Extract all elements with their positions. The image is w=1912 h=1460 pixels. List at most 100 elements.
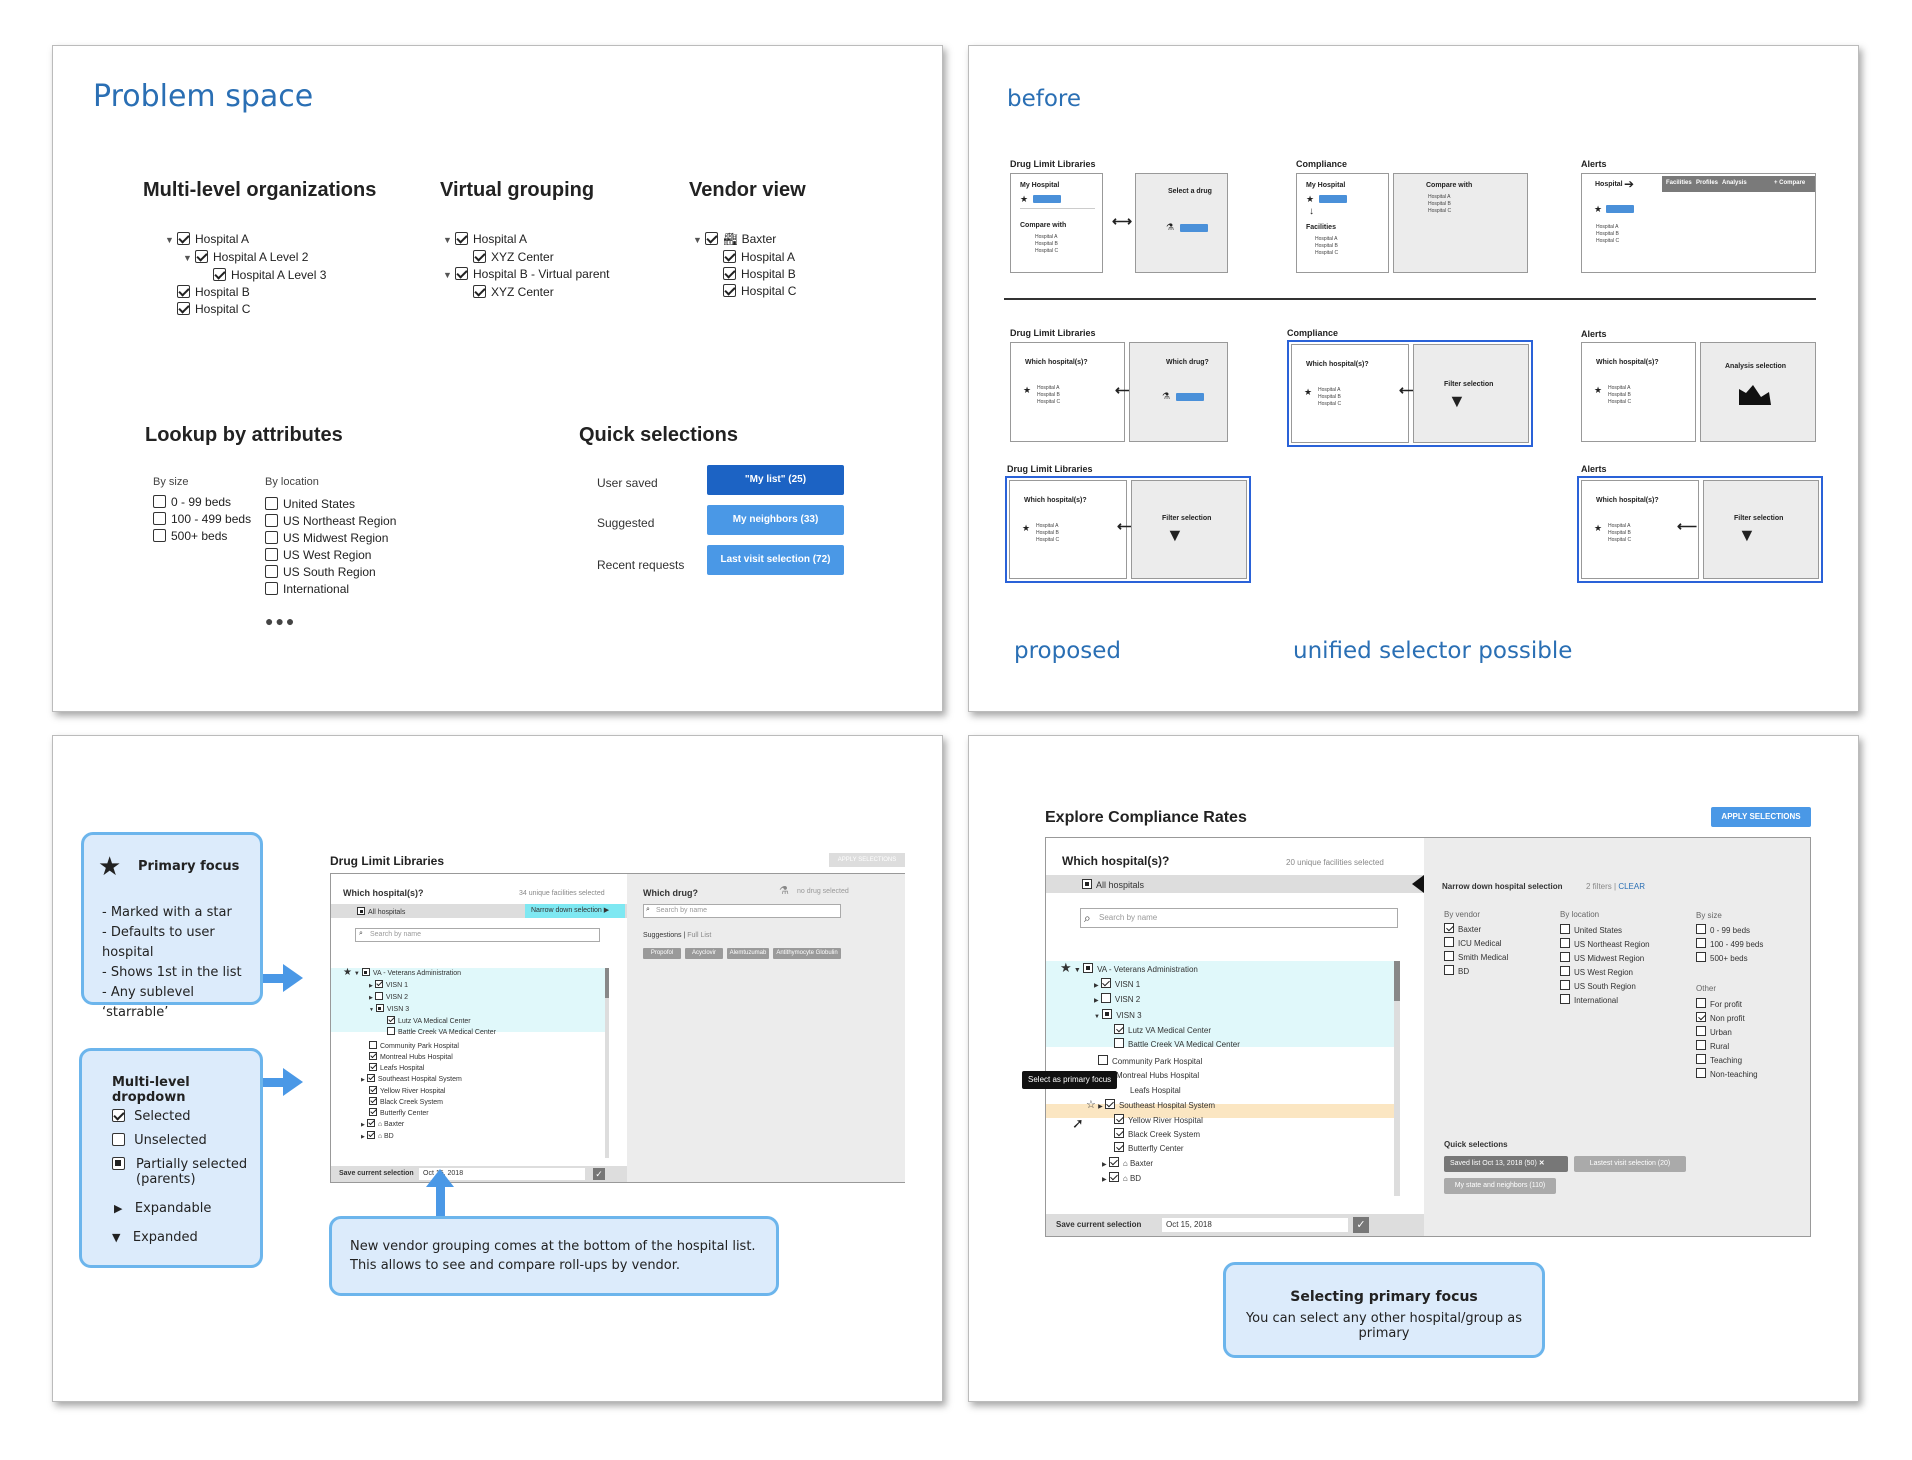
apply-selections-button[interactable]: APPLY SELECTIONS bbox=[1711, 807, 1811, 827]
more-dots[interactable]: ●●● bbox=[265, 613, 297, 629]
checkbox-checked[interactable] bbox=[1696, 1012, 1706, 1022]
drug-chip[interactable]: Antithymocyte Globulin bbox=[773, 948, 841, 959]
checkbox-partial[interactable] bbox=[375, 1004, 384, 1012]
scrollbar[interactable] bbox=[1394, 961, 1400, 1196]
search-input[interactable]: Search by name⌕ bbox=[1080, 908, 1398, 928]
checkbox-unchecked[interactable] bbox=[1696, 1040, 1706, 1050]
checkbox-unchecked[interactable] bbox=[1696, 998, 1706, 1008]
checkbox-unchecked[interactable] bbox=[265, 531, 278, 544]
checkbox-unchecked[interactable] bbox=[265, 514, 278, 527]
checkbox-checked[interactable] bbox=[723, 250, 736, 263]
checkbox-checked[interactable] bbox=[366, 1074, 375, 1082]
checkbox-checked[interactable] bbox=[366, 1131, 375, 1139]
checkbox-unchecked[interactable] bbox=[387, 1027, 395, 1035]
checkbox-partial[interactable] bbox=[1083, 963, 1094, 973]
checkbox-unchecked[interactable] bbox=[374, 992, 383, 1000]
state-neighbors-chip[interactable]: My state and neighbors (110) bbox=[1444, 1178, 1556, 1194]
tab-analysis[interactable]: Analysis bbox=[1722, 180, 1747, 186]
checkbox-checked[interactable] bbox=[1104, 1098, 1115, 1109]
checkbox-checked[interactable] bbox=[473, 250, 486, 263]
checkbox-unchecked[interactable] bbox=[265, 548, 278, 561]
checkbox-checked[interactable] bbox=[369, 1086, 377, 1094]
checkbox-unchecked[interactable] bbox=[369, 1041, 377, 1049]
checkbox-checked[interactable] bbox=[177, 285, 190, 298]
drug-chip[interactable]: Propofol bbox=[643, 948, 681, 959]
checkbox-checked[interactable] bbox=[1444, 923, 1454, 933]
checkbox-checked[interactable] bbox=[705, 232, 718, 245]
checkbox-checked[interactable] bbox=[374, 980, 383, 988]
checkbox-checked[interactable] bbox=[387, 1016, 395, 1024]
checkbox-checked[interactable] bbox=[369, 1108, 377, 1116]
mini-button[interactable] bbox=[1606, 205, 1634, 213]
checkbox-checked[interactable] bbox=[1114, 1023, 1124, 1034]
narrow-down-button[interactable]: Narrow down selection ▶ bbox=[525, 904, 625, 918]
checkbox-unchecked[interactable] bbox=[1560, 966, 1570, 976]
checkbox-checked[interactable] bbox=[195, 250, 208, 263]
checkbox-unchecked[interactable] bbox=[1444, 951, 1454, 961]
checkbox-unchecked[interactable] bbox=[265, 582, 278, 595]
my-neighbors-button[interactable]: My neighbors (33) bbox=[707, 505, 844, 535]
checkbox-partial[interactable] bbox=[1102, 1008, 1113, 1019]
checkbox-unchecked[interactable] bbox=[153, 495, 166, 508]
checkbox-unchecked[interactable] bbox=[1696, 924, 1706, 934]
tab-compare[interactable]: + Compare bbox=[1774, 180, 1806, 186]
checkbox-unchecked[interactable] bbox=[1560, 994, 1570, 1004]
checkbox-unchecked[interactable] bbox=[265, 497, 278, 510]
save-check-button[interactable]: ✓ bbox=[1353, 1217, 1369, 1233]
checkbox-checked[interactable] bbox=[1100, 978, 1111, 989]
checkbox-checked[interactable] bbox=[366, 1119, 375, 1127]
checkbox-partial[interactable] bbox=[361, 968, 370, 976]
checkbox-unchecked[interactable] bbox=[1114, 1038, 1124, 1049]
checkbox-checked[interactable] bbox=[723, 267, 736, 280]
checkbox-partial[interactable] bbox=[1082, 879, 1092, 889]
scrollbar[interactable] bbox=[605, 968, 609, 1158]
checkbox-unchecked[interactable] bbox=[1696, 1054, 1706, 1064]
checkbox-checked[interactable] bbox=[177, 302, 190, 315]
checkbox-checked[interactable] bbox=[369, 1097, 377, 1105]
checkbox-unchecked[interactable] bbox=[1560, 924, 1570, 934]
checkbox-unchecked[interactable] bbox=[1100, 993, 1111, 1004]
search-input[interactable]: Search by name⌕ bbox=[355, 928, 600, 942]
checkbox-checked[interactable] bbox=[455, 232, 468, 245]
mini-button[interactable] bbox=[1180, 224, 1208, 232]
checkbox-checked[interactable] bbox=[473, 285, 486, 298]
tab-full-list[interactable]: Full List bbox=[687, 932, 712, 939]
saved-list-chip[interactable]: Saved list Oct 13, 2018 (50) ✕ bbox=[1444, 1156, 1568, 1172]
checkbox-partial[interactable] bbox=[357, 907, 365, 915]
checkbox-checked[interactable] bbox=[213, 268, 226, 281]
drug-search-input[interactable]: Search by name⌕ bbox=[643, 904, 841, 918]
checkbox-checked[interactable] bbox=[369, 1063, 377, 1071]
save-check-button[interactable]: ✓ bbox=[593, 1168, 605, 1180]
all-hospitals-row[interactable]: All hospitals bbox=[1046, 875, 1424, 893]
checkbox-unchecked[interactable] bbox=[153, 529, 166, 542]
checkbox-unchecked[interactable] bbox=[1444, 937, 1454, 947]
checkbox-unchecked[interactable] bbox=[1560, 938, 1570, 948]
checkbox-checked[interactable] bbox=[369, 1052, 377, 1060]
checkbox-checked[interactable] bbox=[1108, 1156, 1119, 1167]
checkbox-unchecked[interactable] bbox=[1696, 938, 1706, 948]
all-hospitals-row[interactable]: All hospitals Narrow down selection ▶ bbox=[331, 904, 627, 918]
clear-link[interactable]: CLEAR bbox=[1618, 882, 1646, 891]
checkbox-unchecked[interactable] bbox=[1696, 1026, 1706, 1036]
my-list-button[interactable]: "My list" (25) bbox=[707, 465, 844, 495]
tab-facilities[interactable]: Facilities bbox=[1666, 180, 1692, 186]
latest-visit-chip[interactable]: Lastest visit selection (20) bbox=[1574, 1156, 1686, 1172]
star-outline-icon[interactable]: ☆ bbox=[1086, 1098, 1096, 1111]
mini-button[interactable] bbox=[1176, 393, 1204, 401]
apply-selections-button[interactable]: APPLY SELECTIONS bbox=[829, 853, 905, 867]
checkbox-unchecked[interactable] bbox=[1560, 952, 1570, 962]
drug-chip[interactable]: Acyclovir bbox=[685, 948, 723, 959]
mini-button[interactable] bbox=[1319, 195, 1347, 203]
checkbox-checked[interactable] bbox=[177, 232, 190, 245]
save-name-input[interactable]: Oct 15, 2018 bbox=[1162, 1218, 1348, 1232]
checkbox-checked[interactable] bbox=[1108, 1171, 1119, 1182]
checkbox-unchecked[interactable] bbox=[1696, 1068, 1706, 1078]
checkbox-unchecked[interactable] bbox=[1444, 965, 1454, 975]
checkbox-checked[interactable] bbox=[723, 284, 736, 297]
checkbox-unchecked[interactable] bbox=[265, 565, 278, 578]
tab-suggestions[interactable]: Suggestions bbox=[643, 932, 682, 939]
close-icon[interactable]: ✕ bbox=[1538, 1160, 1545, 1167]
mini-button[interactable] bbox=[1033, 195, 1061, 203]
last-visit-button[interactable]: Last visit selection (72) bbox=[707, 545, 844, 575]
checkbox-unchecked[interactable] bbox=[1098, 1055, 1108, 1066]
